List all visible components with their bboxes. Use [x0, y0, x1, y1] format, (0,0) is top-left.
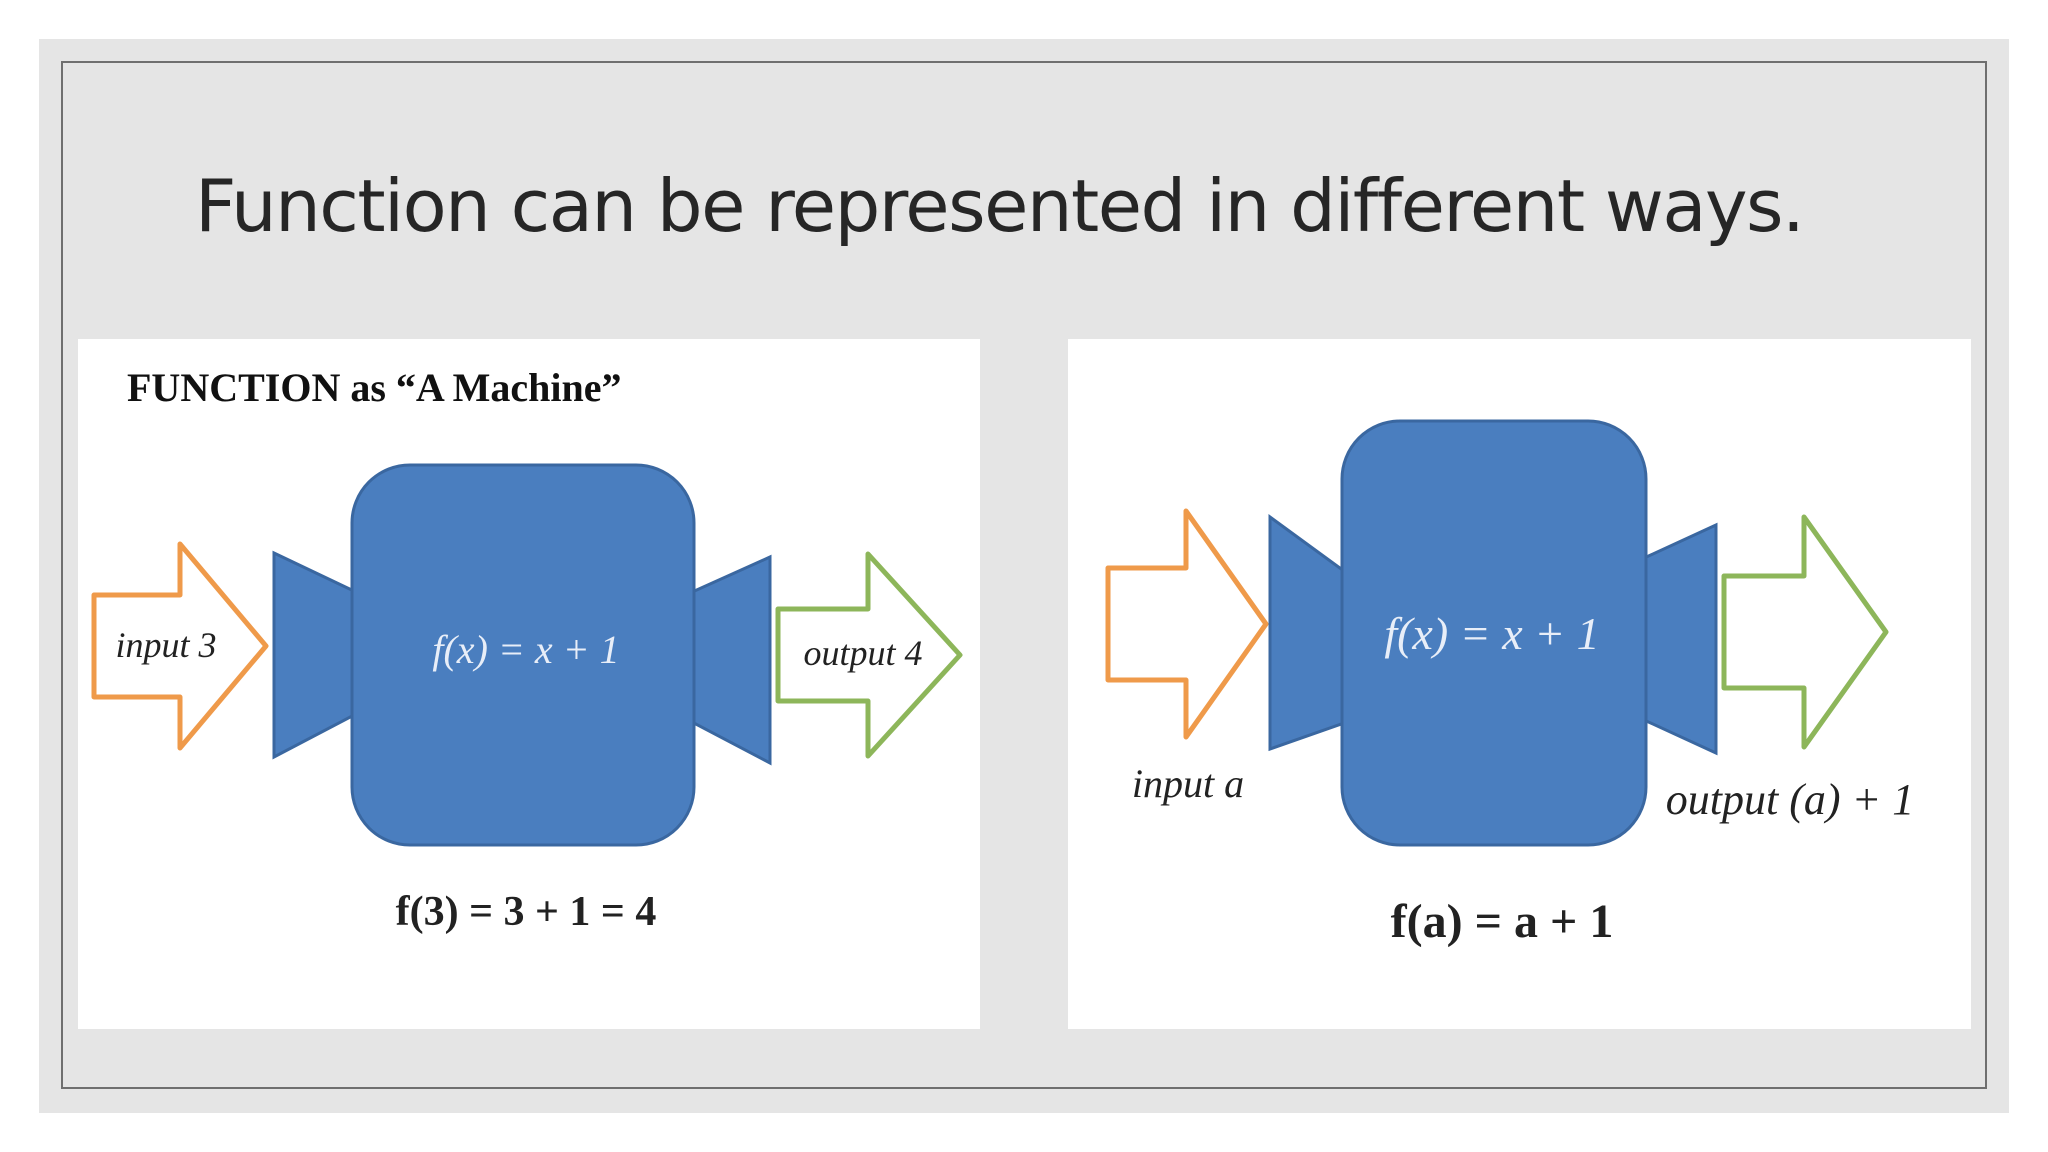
machine-body	[350, 463, 696, 847]
slide-frame	[61, 61, 1987, 1089]
function-equation: f(a) = a + 1	[1391, 895, 1614, 948]
machine-left-funnel	[272, 550, 360, 760]
machine-body	[1340, 419, 1648, 847]
machine-left-funnel	[1268, 514, 1346, 752]
diagram-heading: FUNCTION as “A Machine”	[127, 365, 621, 410]
input-arrow-icon	[1105, 508, 1269, 740]
machine-function-label: f(x) = x + 1	[432, 627, 619, 672]
machine-diagram-left-svg: FUNCTION as “A Machine” input 3 f(x) = x…	[91, 365, 963, 935]
machine-diagram-left: FUNCTION as “A Machine” input 3 f(x) = x…	[78, 339, 980, 1029]
output-arrow-icon	[1721, 514, 1889, 750]
machine-function-label: f(x) = x + 1	[1384, 608, 1599, 659]
machine-right-funnel	[1640, 522, 1718, 756]
output-label: output (a) + 1	[1666, 775, 1914, 824]
input-arrow-icon	[91, 541, 269, 751]
slide-title: Function can be represented in different…	[195, 164, 1805, 248]
machine-diagram-right: input a f(x) = x + 1 output (a) + 1 f(a)…	[1068, 339, 1971, 1029]
function-equation: f(3) = 3 + 1 = 4	[396, 889, 657, 935]
input-label: input 3	[115, 625, 216, 665]
input-label: input a	[1132, 761, 1244, 806]
output-arrow-icon	[775, 551, 963, 759]
machine-diagram-right-svg: input a f(x) = x + 1 output (a) + 1 f(a)…	[1105, 419, 1914, 948]
machine-right-funnel	[688, 554, 772, 766]
output-label: output 4	[803, 633, 922, 673]
